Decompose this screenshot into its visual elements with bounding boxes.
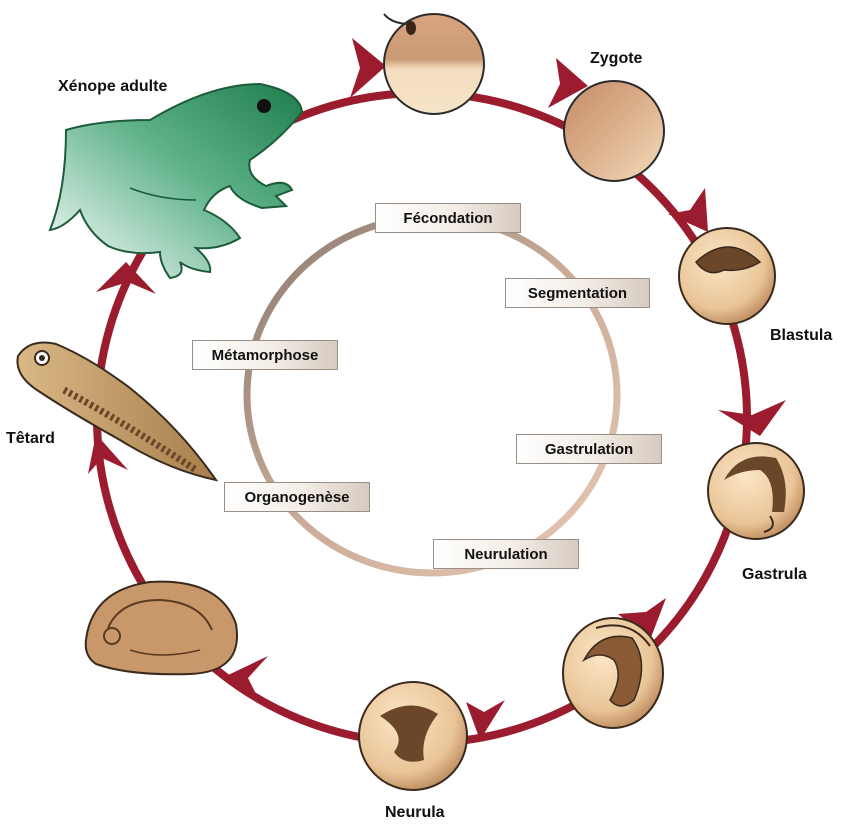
label-blastula: Blastula	[770, 327, 832, 345]
gastrula-illustration	[708, 443, 804, 539]
late-gastrula-illustration	[563, 618, 663, 728]
arrowhead-icon	[718, 400, 786, 436]
process-neurulation: Neurulation	[433, 539, 579, 569]
process-fertilization: Fécondation	[375, 203, 521, 233]
inner-process-ring	[247, 217, 617, 573]
process-segmentation: Segmentation	[505, 278, 650, 308]
zygote-illustration	[564, 81, 664, 181]
process-metamorphosis: Métamorphose	[192, 340, 338, 370]
label-zygote: Zygote	[590, 50, 642, 68]
process-gastrulation: Gastrulation	[516, 434, 662, 464]
tailbud-embryo-illustration	[86, 582, 237, 675]
label-adult-frog: Xénope adulte	[58, 78, 167, 96]
process-organogenesis: Organogenèse	[224, 482, 370, 512]
arrowhead-icon	[350, 38, 386, 98]
adult-frog-illustration	[50, 84, 302, 278]
egg-illustration	[384, 14, 484, 114]
label-neurula: Neurula	[385, 804, 445, 822]
label-tadpole: Têtard	[6, 430, 55, 448]
label-gastrula: Gastrula	[742, 566, 807, 584]
neurula-illustration	[359, 682, 467, 790]
blastula-illustration	[679, 228, 775, 324]
